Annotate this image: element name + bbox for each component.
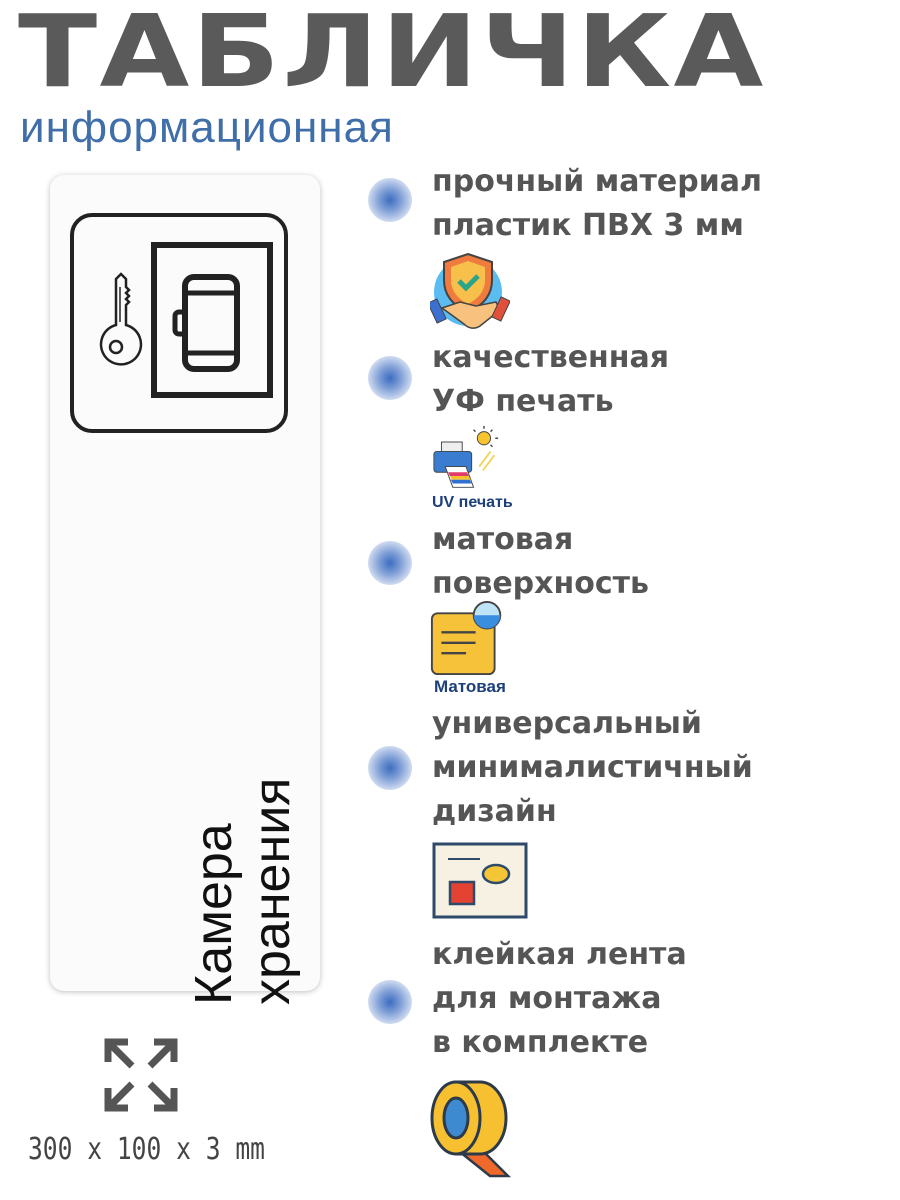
feature-line: универсальный xyxy=(432,706,702,741)
sign-text: Камера хранения xyxy=(185,778,301,1005)
bullet-icon xyxy=(368,356,412,400)
uv-print-label: UV печать xyxy=(432,494,513,512)
expand-arrows-icon xyxy=(104,1038,178,1117)
feature-line: матовая xyxy=(432,522,574,557)
feature-line: пластик ПВХ 3 мм xyxy=(432,208,744,243)
tape-roll-icon xyxy=(430,1076,516,1185)
bullet-icon xyxy=(368,178,412,222)
page-title: ТАБЛИЧКА xyxy=(18,0,766,110)
feature-line: для монтажа xyxy=(432,981,662,1016)
feature-matte: матовая поверхность xyxy=(432,518,649,606)
sign-plate: Камера хранения xyxy=(50,175,320,1005)
feature-line: дизайн xyxy=(432,794,557,829)
sign-text-line: хранения xyxy=(243,777,301,1005)
feature-line: прочный материал xyxy=(432,164,762,199)
feature-print: качественная УФ печать xyxy=(432,336,669,424)
icon-label: Матовая xyxy=(434,677,506,696)
key-and-luggage-locker-icon xyxy=(70,213,288,433)
bullet-icon xyxy=(368,746,412,790)
bullet-icon xyxy=(368,980,412,1024)
feature-design: универсальный минималистичный дизайн xyxy=(432,702,753,834)
matte-label: Матовая xyxy=(434,678,506,697)
feature-material: прочный материал пластик ПВХ 3 мм xyxy=(432,160,762,248)
page-subtitle: информационная xyxy=(20,103,394,152)
design-card-icon xyxy=(432,842,528,925)
feature-line: в комплекте xyxy=(432,1025,649,1060)
dimensions-text: 300 x 100 x 3 mm xyxy=(28,1132,265,1167)
sign-text-line: Камера xyxy=(185,823,243,1005)
feature-line: клейкая лента xyxy=(432,937,687,972)
feature-line: поверхность xyxy=(432,566,649,601)
bullet-icon xyxy=(368,541,412,585)
shield-handshake-icon xyxy=(427,250,511,340)
feature-tape: клейкая лента для монтажа в комплекте xyxy=(432,933,687,1065)
icon-label: UV печать xyxy=(432,494,513,511)
uv-printer-icon xyxy=(430,425,502,498)
feature-line: минималистичный xyxy=(432,750,753,785)
matte-plate-icon xyxy=(430,600,506,681)
feature-line: УФ печать xyxy=(432,384,614,419)
feature-line: качественная xyxy=(432,340,670,375)
